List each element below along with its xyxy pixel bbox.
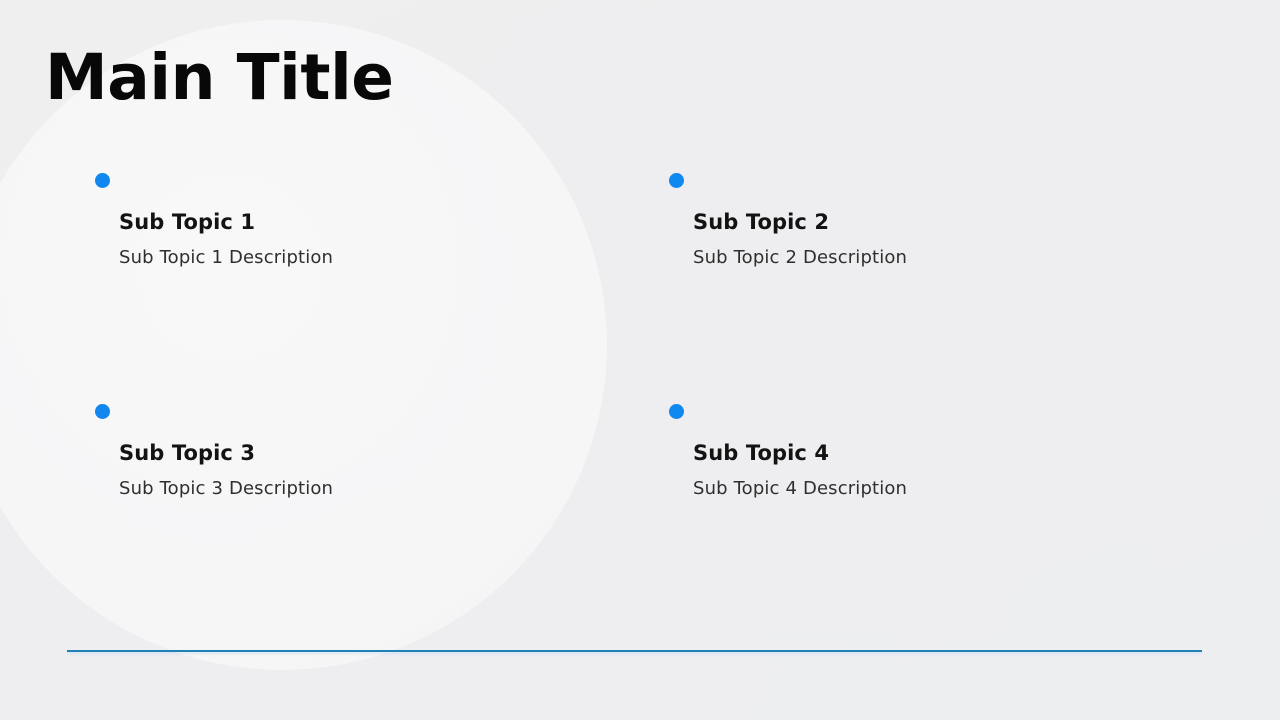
bullet-dot-icon — [669, 404, 684, 419]
topic-item-1-title: Sub Topic 1 — [119, 210, 256, 234]
page-title: Main Title — [45, 41, 394, 114]
topic-item-1[interactable]: Sub Topic 1 Sub Topic 1 Description — [95, 173, 555, 269]
topic-item-2[interactable]: Sub Topic 2 Sub Topic 2 Description — [669, 173, 1129, 269]
footer-divider — [67, 650, 1202, 652]
bullet-dot-icon — [669, 173, 684, 188]
topic-item-4[interactable]: Sub Topic 4 Sub Topic 4 Description — [669, 404, 1129, 500]
decorative-circle-shape — [0, 20, 607, 670]
topic-item-3-description: Sub Topic 3 Description — [119, 478, 334, 500]
topic-item-2-body: Sub Topic 2 Sub Topic 2 Description — [693, 188, 1129, 269]
topic-item-1-description: Sub Topic 1 Description — [119, 247, 334, 269]
topic-item-3-body: Sub Topic 3 Sub Topic 3 Description — [119, 419, 555, 500]
topic-item-3-title: Sub Topic 3 — [119, 441, 256, 465]
bullet-dot-icon — [95, 173, 110, 188]
topic-item-3[interactable]: Sub Topic 3 Sub Topic 3 Description — [95, 404, 555, 500]
topic-item-1-body: Sub Topic 1 Sub Topic 1 Description — [119, 188, 555, 269]
topic-item-2-title: Sub Topic 2 — [693, 210, 830, 234]
topic-item-2-description: Sub Topic 2 Description — [693, 247, 908, 269]
topic-item-4-title: Sub Topic 4 — [693, 441, 830, 465]
topic-item-4-description: Sub Topic 4 Description — [693, 478, 908, 500]
bullet-dot-icon — [95, 404, 110, 419]
topic-item-4-body: Sub Topic 4 Sub Topic 4 Description — [693, 419, 1129, 500]
